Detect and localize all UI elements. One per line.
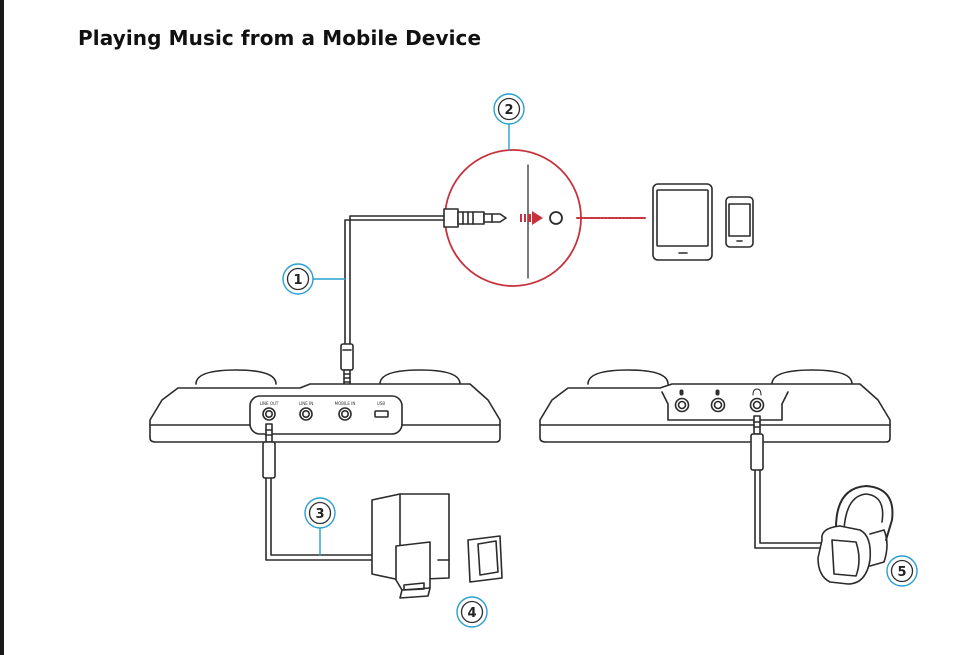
- cable-5: [750, 415, 825, 549]
- port-label-line-in: LINE IN: [299, 401, 313, 406]
- svg-text:3: 3: [315, 507, 324, 522]
- insert-arrow-icon: [520, 211, 543, 225]
- microphone-icon: [679, 389, 684, 396]
- left-edge-bar: [0, 0, 4, 655]
- callout-2: 2: [493, 93, 525, 125]
- phone-icon: [725, 196, 754, 248]
- svg-text:2: 2: [504, 103, 513, 118]
- speaker-system-icon: [371, 493, 503, 599]
- tablet-icon: [652, 183, 713, 261]
- callout-1: 1: [282, 263, 314, 295]
- audio-plug-icon: [443, 208, 507, 228]
- callout-4: 4: [456, 596, 488, 628]
- callout-5: 5: [886, 555, 918, 587]
- page-title: Playing Music from a Mobile Device: [78, 26, 482, 50]
- microphone-icon-2: [715, 389, 720, 396]
- cable-3: [262, 423, 377, 561]
- speaker-base-back: LINE OUT LINE IN MOBILE IN USB: [149, 369, 501, 443]
- svg-text:5: 5: [897, 565, 906, 580]
- callout-3: 3: [304, 497, 336, 529]
- headphone-jack-icon: [752, 388, 762, 396]
- cable-1: [340, 215, 445, 387]
- headphones-icon: [817, 485, 894, 585]
- zoom-detail: [443, 149, 646, 287]
- port-label-usb: USB: [377, 401, 385, 406]
- port-label-line-out: LINE OUT: [260, 401, 279, 406]
- port-label-mobile-in: MOBILE IN: [335, 401, 356, 406]
- speaker-base-front: [539, 369, 891, 443]
- svg-text:4: 4: [467, 606, 476, 621]
- svg-text:1: 1: [293, 273, 302, 288]
- jack-icon: [549, 211, 563, 225]
